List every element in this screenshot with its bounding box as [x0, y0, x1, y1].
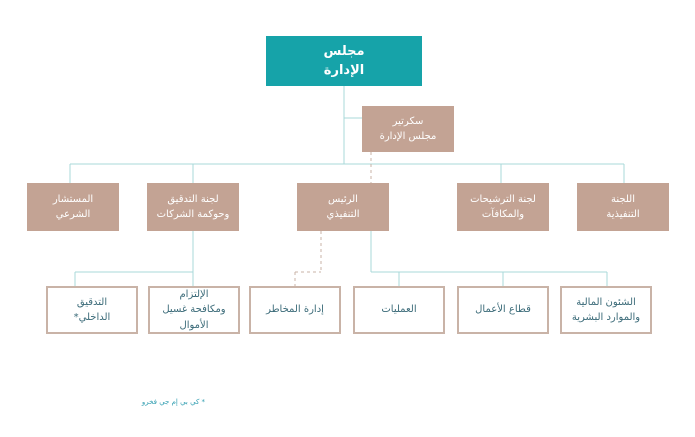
board-secretary-box: سكرتير مجلس الإدارة: [362, 106, 454, 152]
nominations-committee-box: لجنة الترشيحات والمكافآت: [457, 183, 549, 231]
internal-audit-box: التدقيق الداخلي*: [46, 286, 138, 334]
business-sector-label: قطاع الأعمال: [475, 304, 531, 316]
board-of-directors-box: مجلس الإدارة: [266, 36, 422, 86]
operations-label: العمليات: [381, 304, 417, 316]
compliance-aml-label: الإلتزام ومكافحة غسيل الأموال: [162, 288, 226, 331]
footnote: * كي بي إم جي فخرو: [141, 398, 205, 406]
internal-audit-label: التدقيق الداخلي*: [73, 296, 111, 324]
legal-advisor-label: المستشار الشرعي: [52, 193, 94, 221]
nominations-committee-label: لجنة الترشيحات والمكافآت: [470, 193, 536, 221]
audit-committee-box: لجنة التدقيق وحوكمة الشركات: [147, 183, 239, 231]
finance-hr-label: الشئون المالية والموارد البشرية: [571, 296, 641, 324]
finance-hr-box: الشئون المالية والموارد البشرية: [560, 286, 652, 334]
board-secretary-label: سكرتير مجلس الإدارة: [379, 115, 437, 143]
executive-committee-label: اللجنة التنفيذية: [606, 193, 640, 221]
risk-management-box: إدارة المخاطر: [249, 286, 341, 334]
operations-box: العمليات: [353, 286, 445, 334]
risk-management-label: إدارة المخاطر: [266, 304, 324, 316]
ceo-box: الرئيس التنفيذي: [297, 183, 389, 231]
board-of-directors-label: مجلس الإدارة: [323, 43, 365, 79]
compliance-aml-box: الإلتزام ومكافحة غسيل الأموال: [148, 286, 240, 334]
ceo-label: الرئيس التنفيذي: [326, 193, 360, 221]
legal-advisor-box: المستشار الشرعي: [27, 183, 119, 231]
executive-committee-box: اللجنة التنفيذية: [577, 183, 669, 231]
business-sector-box: قطاع الأعمال: [457, 286, 549, 334]
audit-committee-label: لجنة التدقيق وحوكمة الشركات: [156, 193, 230, 221]
